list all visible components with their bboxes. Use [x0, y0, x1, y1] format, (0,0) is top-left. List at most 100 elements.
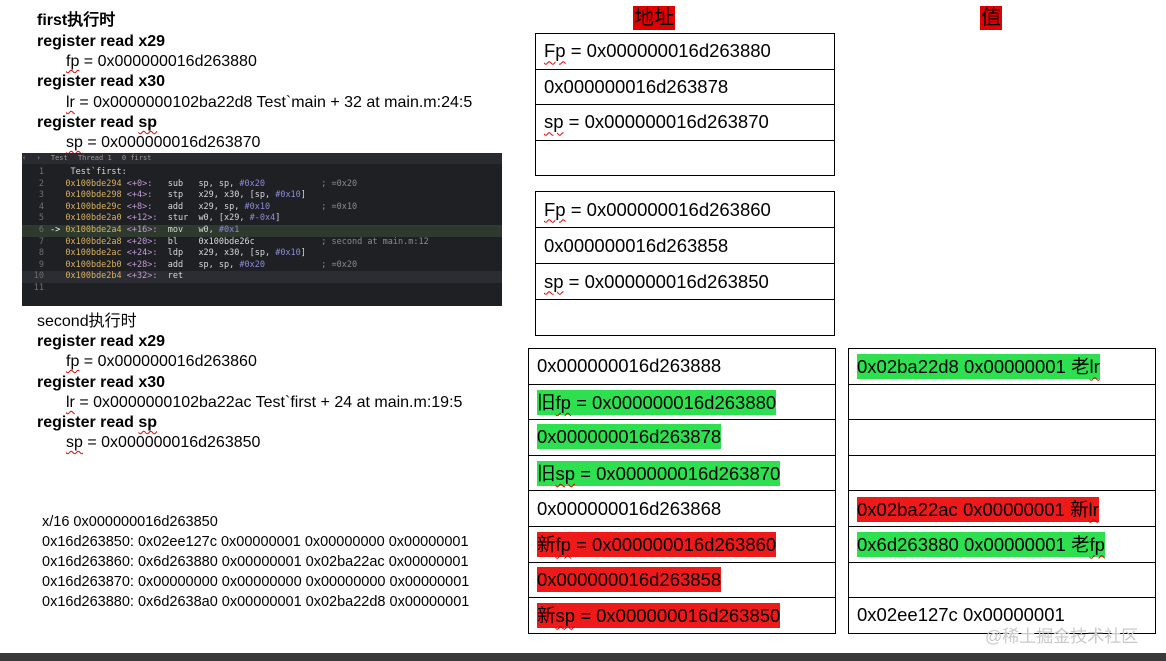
code-line: 4 0x100bde29c <+8>: add x29, sp, #0x10 ;…: [22, 202, 502, 214]
breadcrumb-item-thread[interactable]: Thread 1: [77, 154, 112, 162]
second-title: second执行时: [37, 313, 137, 330]
line-number: 6: [38, 225, 44, 235]
code-token: sub: [162, 178, 199, 189]
code-token: 0x100bde298: [65, 190, 127, 201]
stack-value-table: 0x02ba22d8 0x00000001 老lr 0x02ba22ac 0x0…: [848, 348, 1156, 634]
line-number: 7: [38, 236, 44, 247]
code-token: <+0>:: [126, 178, 163, 189]
register-read-sp-1: register read sp: [37, 114, 158, 131]
code-token: add: [162, 259, 199, 270]
stack-val-7: [848, 561, 1156, 599]
line-number: 2: [38, 178, 44, 189]
stack-val-2: [848, 383, 1156, 421]
pc-arrow-icon: [50, 167, 65, 177]
disassembly-panel: ‹ › Test Thread 1 0 first 1 Test`first:2…: [22, 153, 502, 306]
code-token: <+8>:: [126, 201, 163, 212]
code-token: #-0x4: [249, 213, 276, 224]
code-token: #0x10: [275, 248, 301, 259]
code-token: <+32>:: [126, 271, 163, 282]
frame1-sp-cell: sp = 0x000000016d263870: [535, 104, 835, 141]
code-comment: ; second at main.m:12: [254, 236, 429, 247]
code-token: ]: [300, 248, 306, 259]
stack-addr-7: 0x000000016d263858: [528, 561, 836, 599]
stack-addr-2: 旧fp = 0x000000016d263880: [528, 383, 836, 421]
memory-dump-line: 0x16d263870: 0x00000000 0x00000000 0x000…: [42, 574, 470, 590]
code-token: stp: [162, 190, 199, 201]
code-token: <+20>:: [126, 236, 163, 247]
fp-line-1: fp = 0x000000016d263880: [66, 53, 257, 70]
frame2-mid-cell: 0x000000016d263858: [535, 227, 835, 264]
register-read-x30-2: register read x30: [37, 374, 166, 391]
stack-address-table: 0x000000016d263888 旧fp = 0x000000016d263…: [528, 348, 836, 634]
stack-addr-8: 新sp = 0x000000016d263850: [528, 597, 836, 634]
code-label: [65, 283, 70, 293]
stack-addr-3: 0x000000016d263878: [528, 419, 836, 456]
frame-table-first: Fp = 0x000000016d263880 0x000000016d2638…: [535, 33, 835, 176]
pc-arrow-icon: [50, 179, 65, 189]
code-token: add: [162, 201, 199, 212]
line-number: 9: [38, 259, 44, 270]
code-token: <+16>:: [126, 225, 163, 235]
code-token: <+28>:: [126, 259, 163, 270]
line-number: 1: [38, 167, 44, 177]
code-token: <+4>:: [126, 190, 163, 201]
frame2-empty-cell: [535, 299, 835, 336]
first-title: first执行时: [37, 12, 116, 29]
code-token: ]: [275, 213, 281, 224]
line-number: 10: [33, 271, 44, 282]
frame-table-second: Fp = 0x000000016d263860 0x000000016d2638…: [535, 191, 835, 336]
pc-arrow-icon: [50, 213, 65, 223]
line-number: 4: [38, 201, 44, 212]
code-line: 9 0x100bde2b0 <+28>: add sp, sp, #0x20 ;…: [22, 260, 502, 272]
pc-arrow-icon: [50, 202, 65, 212]
register-notes: first执行时 register read x29 fp = 0x000000…: [0, 0, 520, 661]
stack-addr-5: 0x000000016d263868: [528, 490, 836, 527]
code-token: stur: [162, 213, 199, 224]
stack-val-4: [848, 454, 1156, 492]
code-comment: ; =0x10: [270, 201, 358, 212]
register-read-x30-1: register read x30: [37, 73, 166, 90]
sp-line-1: sp = 0x000000016d263870: [66, 134, 261, 151]
breadcrumb-item-target[interactable]: Test: [50, 154, 68, 162]
register-read-sp-2: register read sp: [37, 414, 158, 431]
code-token: #0x1: [218, 225, 240, 235]
frame2-fp-cell: Fp = 0x000000016d263860: [535, 191, 835, 228]
chevron-right-icon[interactable]: ›: [36, 154, 41, 162]
code-token: 0x100bde2a4: [65, 225, 127, 235]
code-token: #0x20: [239, 178, 265, 189]
code-token: ]: [300, 190, 306, 201]
code-token: sp, sp,: [198, 259, 240, 270]
code-token: 0x100bde2b4: [65, 271, 127, 282]
value-header: 值: [980, 6, 1002, 30]
code-token: 0x100bde2a8: [65, 236, 127, 247]
stack-val-3: [848, 419, 1156, 456]
code-token: 0x100bde2a0: [65, 213, 127, 224]
register-read-x29-2: register read x29: [37, 333, 166, 350]
pc-arrow-icon: [50, 237, 65, 247]
stack-val-8: 0x02ee127c 0x00000001: [848, 597, 1156, 634]
stack-addr-1: 0x000000016d263888: [528, 348, 836, 385]
pc-arrow-icon: [50, 190, 65, 200]
pc-arrow-icon: [50, 260, 65, 270]
code-token: 0x100bde294: [65, 178, 127, 189]
code-line: 11: [22, 283, 502, 295]
code-line: 7 0x100bde2a8 <+20>: bl 0x100bde26c ; se…: [22, 237, 502, 249]
frame1-fp-cell: Fp = 0x000000016d263880: [535, 33, 835, 70]
code-token: #0x20: [239, 259, 265, 270]
line-number: 11: [33, 283, 44, 293]
code-token: 0x100bde29c: [65, 201, 127, 212]
stack-addr-6: 新fp = 0x000000016d263860: [528, 525, 836, 563]
code-token: #0x10: [244, 201, 271, 212]
breadcrumb-item-frame[interactable]: 0 first: [121, 154, 152, 162]
stack-val-6: 0x6d263880 0x00000001 老fp: [848, 525, 1156, 563]
lr-line-1: lr = 0x0000000102ba22d8 Test`main + 32 a…: [66, 94, 473, 111]
stack-val-1: 0x02ba22d8 0x00000001 老lr: [848, 348, 1156, 385]
register-read-x29-1: register read x29: [37, 33, 166, 50]
chevron-left-icon[interactable]: ‹: [22, 154, 27, 162]
code-line: 6-> 0x100bde2a4 <+16>: mov w0, #0x1: [22, 225, 502, 237]
address-header: 地址: [633, 6, 675, 30]
watermark: @稀土掘金技术社区: [985, 627, 1139, 646]
code-token: 0x100bde2ac: [65, 248, 127, 259]
code-comment: ; =0x20: [264, 178, 358, 189]
code-token: mov: [162, 225, 199, 235]
